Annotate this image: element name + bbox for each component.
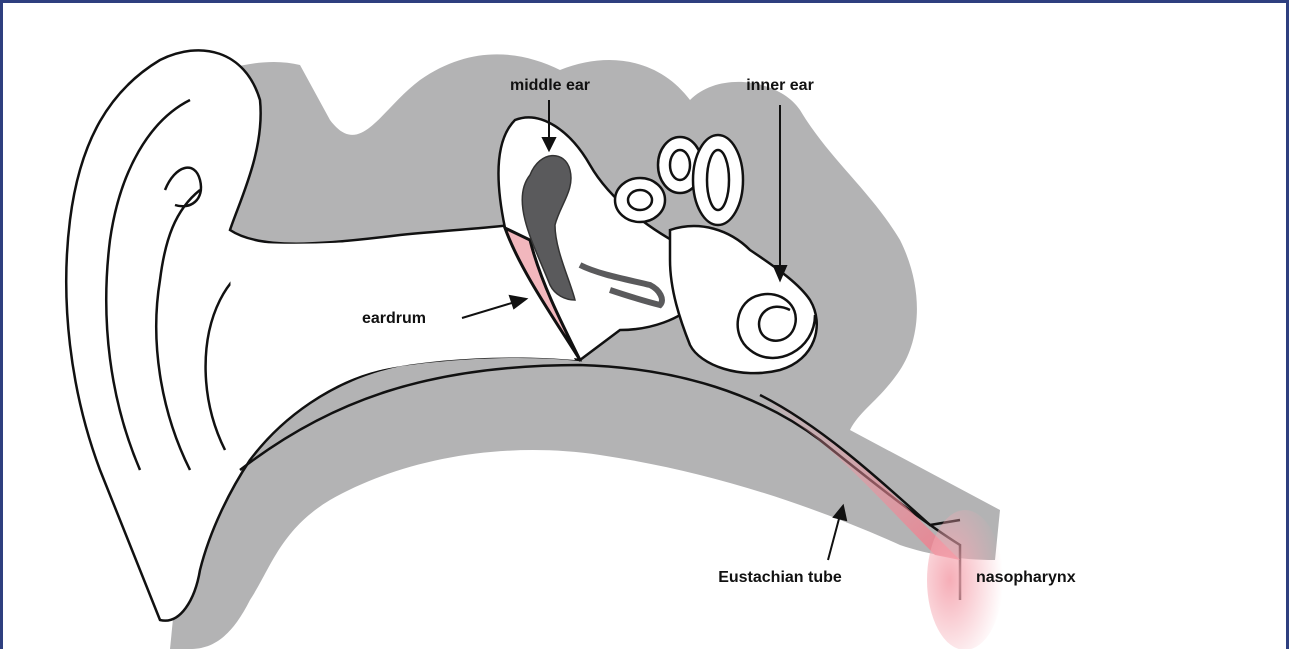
label-inner-ear: inner ear	[746, 77, 814, 94]
label-nasopharynx: nasopharynx	[976, 569, 1076, 586]
eustachian-tube-arrow	[828, 515, 840, 560]
label-middle-ear: middle ear	[510, 77, 590, 94]
label-eustachian-tube: Eustachian tube	[718, 569, 842, 586]
label-eardrum: eardrum	[362, 310, 426, 327]
